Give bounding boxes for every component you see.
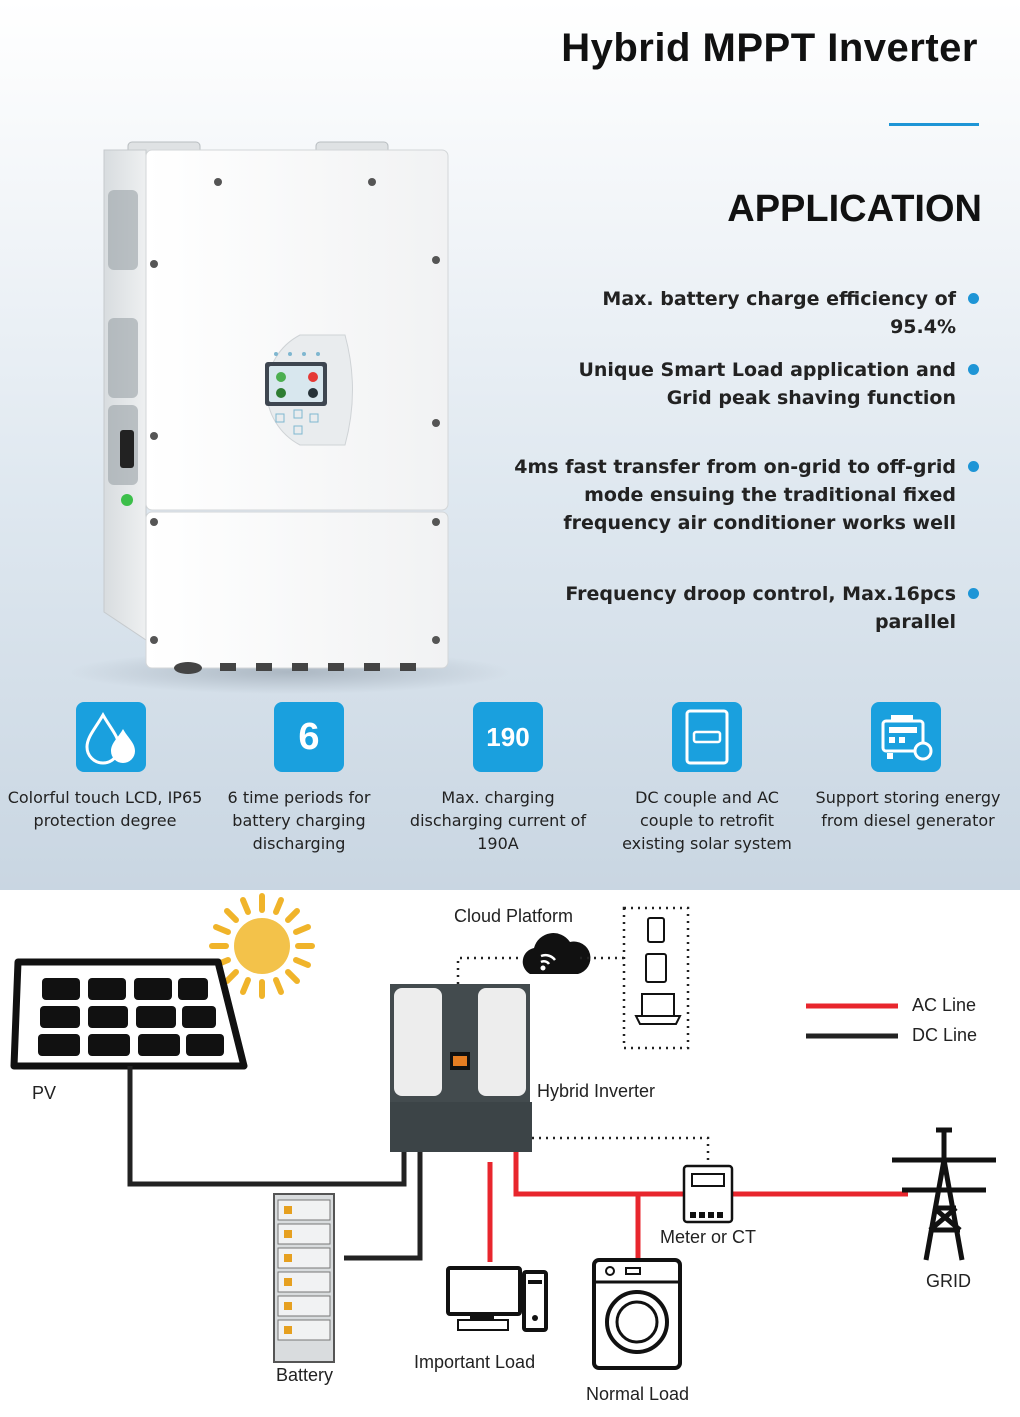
feature-item: Unique Smart Load application and Grid p… [536,356,979,412]
feature-item: 4ms fast transfer from on-grid to off-gr… [486,453,979,537]
bullet-icon [968,293,979,304]
feature-item: Frequency droop control, Max.16pcs paral… [486,580,979,636]
bullet-icon [968,364,979,375]
hybrid-inverter-icon [390,984,532,1152]
water-drops-icon [76,702,146,772]
pv-label: PV [32,1083,57,1103]
battery-label: Battery [276,1365,334,1385]
feature-text: Max. battery charge efficiency of 95.4% [602,288,956,338]
important-load-label: Important Load [414,1352,536,1372]
diesel-generator-icon [871,702,941,772]
highlight-caption: Max. charging discharging current of 190… [409,788,587,853]
legend-dc-label: DC Line [912,1025,978,1045]
solar-panel-icon [10,958,248,1070]
computer-icon [446,1266,548,1332]
bullet-icon [968,461,979,472]
cloud-icon [522,933,591,974]
legend-ac-label: AC Line [912,995,977,1015]
highlight-caption: DC couple and AC couple to retrofit exis… [622,788,792,853]
number-190-icon: 190 [473,702,543,772]
feature-item: Max. battery charge efficiency of 95.4% [536,285,979,341]
number-6-icon: 6 [274,702,344,772]
page-title: Hybrid MPPT Inverter [561,26,978,70]
feature-text: Frequency droop control, Max.16pcs paral… [565,583,956,633]
wiring-diagram [10,893,996,1370]
meter-label: Meter or CT [660,1227,757,1247]
devices-icon [634,917,682,1025]
title-underline [889,123,979,126]
bullet-icon [968,588,979,599]
grid-tower-icon [892,1127,996,1261]
washing-machine-icon [592,1258,682,1370]
grid-label: GRID [926,1271,971,1291]
cloud-platform-label: Cloud Platform [454,906,574,926]
inverter-icon [672,702,742,772]
inverter-label: Hybrid Inverter [537,1081,656,1101]
meter-icon [682,1164,734,1224]
highlight-caption: Colorful touch LCD, IP65 protection degr… [7,788,203,830]
feature-text: Unique Smart Load application and Grid p… [578,359,956,409]
highlight-caption: Support storing energy from diesel gener… [815,788,1001,830]
inverter-product-image [70,141,510,694]
product-section: Hybrid MPPT Inverter APPLICATION Max. ba… [0,0,1020,890]
sun-icon [209,893,315,999]
battery-rack-icon [273,1193,335,1363]
normal-load-label: Normal Load [586,1384,690,1404]
highlight-caption: 6 time periods for battery charging disc… [227,788,371,853]
application-heading: APPLICATION [727,188,982,230]
system-diagram: Cloud Platform PV Hybrid Inverter Meter … [0,890,1020,1417]
feature-text: 4ms fast transfer from on-grid to off-gr… [514,456,956,534]
